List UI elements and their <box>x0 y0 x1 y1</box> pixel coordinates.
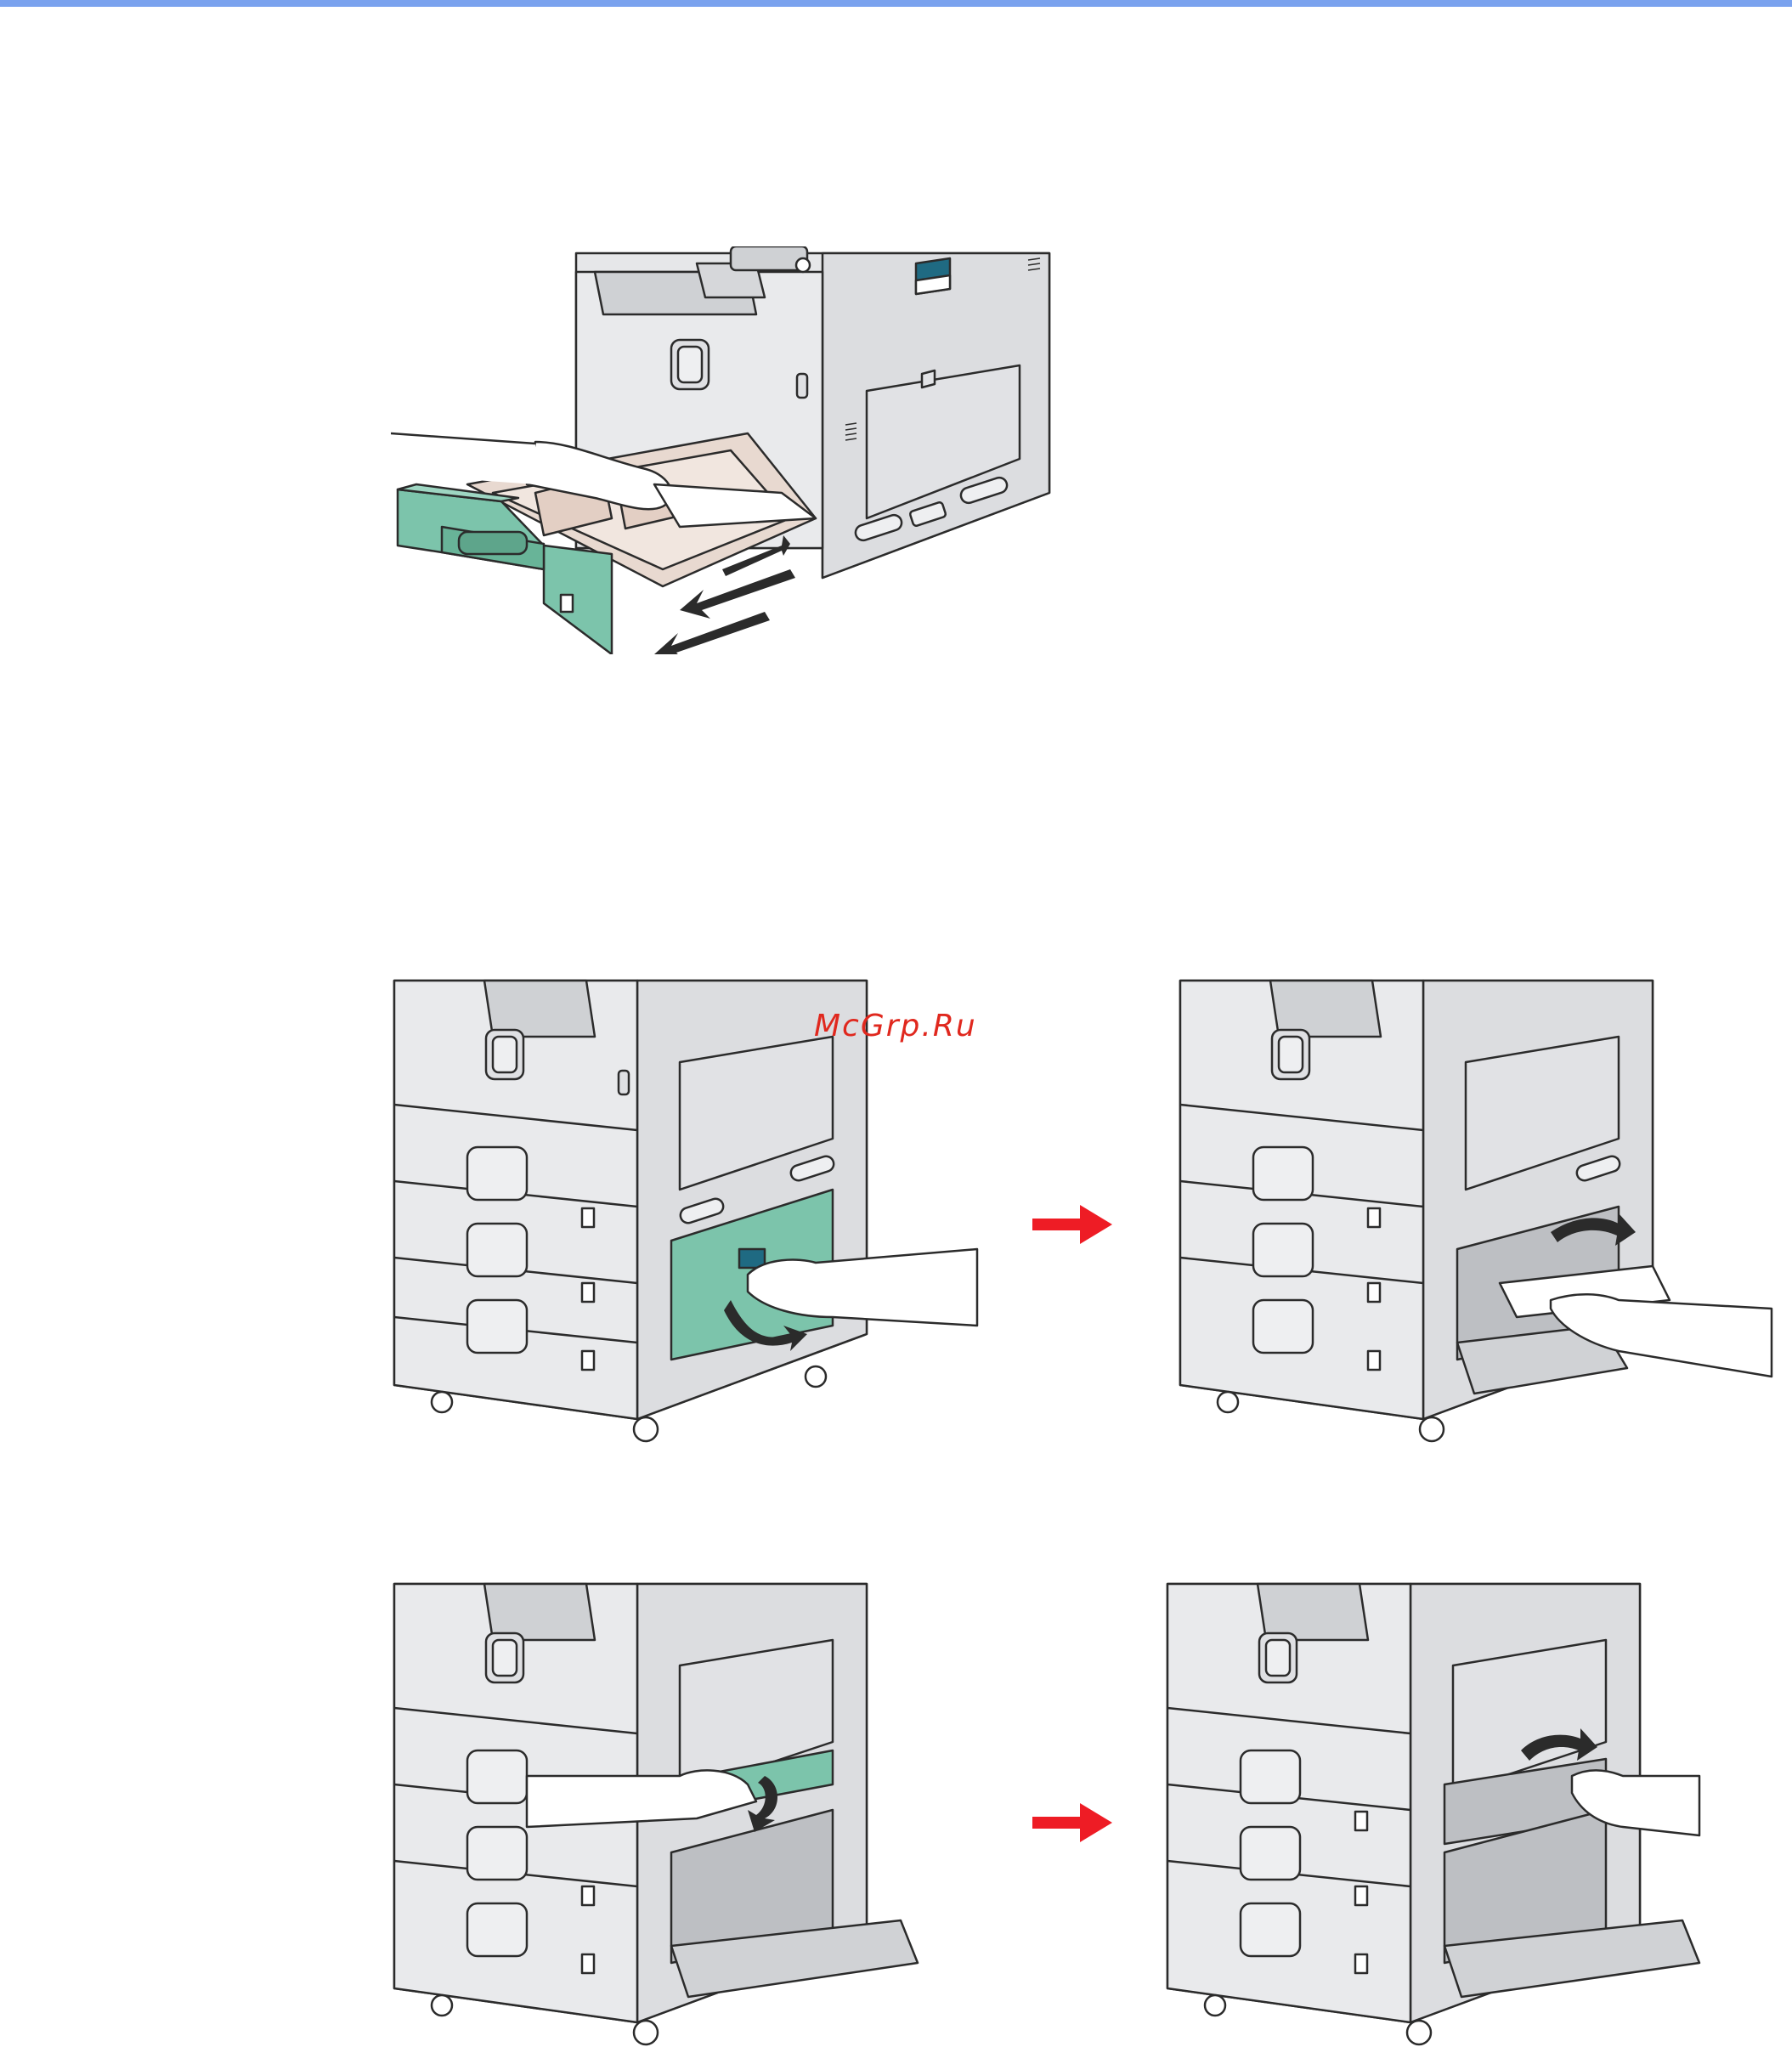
remove-jammed-paper-illustration <box>1177 977 1789 1453</box>
next-step-arrow <box>1032 1205 1112 1244</box>
open-cover-illustration <box>391 977 986 1453</box>
watermark-text: McGrp.Ru <box>814 1009 977 1043</box>
next-step-arrow-2 <box>1032 1803 1112 1842</box>
cassette-illustration <box>391 246 1062 654</box>
top-rule <box>0 0 1792 7</box>
remove-paper-upper-illustration <box>1164 1581 1708 2056</box>
open-upper-cover-illustration <box>391 1581 935 2056</box>
